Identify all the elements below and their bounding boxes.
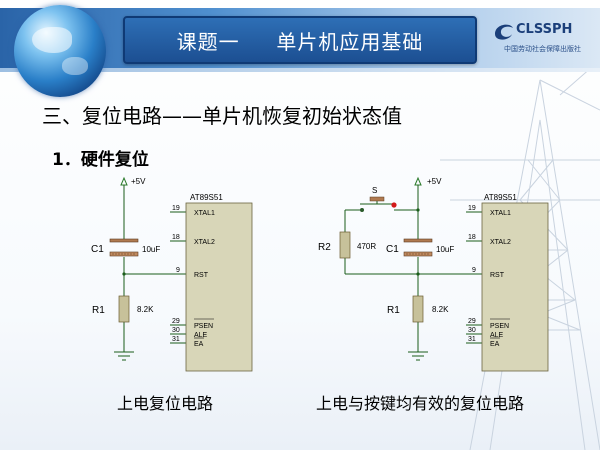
pin-number: 30 [468,327,476,334]
publisher-logo: CLSSPH 中国劳动社会保障出版社 [490,20,598,60]
capacitor-plate [109,238,139,243]
page-title: 课题一 单片机应用基础 [176,29,424,54]
resistor-body [339,231,351,259]
pin-number: 19 [468,205,476,212]
pin-name: XTAL2 [490,239,511,246]
capacitor-plate [403,238,433,243]
pin-number: 9 [176,267,180,274]
vcc-arrow-icon [414,176,422,186]
right-caption: 上电与按键均有效的复位电路 [316,394,525,413]
sub-heading: 1．硬件复位 [52,150,149,170]
resistor-body [412,295,424,323]
pin-number: 18 [468,234,476,241]
res-name-label: R1 [387,305,400,316]
pin-name: EA [194,341,204,348]
publisher-swirl-icon [495,24,513,40]
res-name-label: R1 [92,305,105,316]
pin-number: 29 [172,318,180,325]
section-heading: 三、复位电路——单片机恢复初始状态值 [42,104,402,128]
logo-subtext: 中国劳动社会保障出版社 [504,45,581,53]
pin-name: XTAL1 [490,210,511,217]
cap-value-label: 10uF [142,245,160,254]
chip-label: AT89S51 [484,193,517,202]
junction-dot [122,272,126,276]
resistor-body [118,295,130,323]
vcc-label: +5V [131,177,146,186]
push-button-switch [360,196,397,212]
pin-name: EA [490,341,500,348]
pin-number: 31 [172,336,180,343]
r2-value-label: 470R [357,242,376,251]
pin-name: PSEN [194,323,213,330]
r2-name-label: R2 [318,242,331,253]
chip-body [185,202,253,372]
junction-dot [416,208,420,212]
pin-name: RST [194,272,209,279]
switch-label: S [372,186,377,195]
res-value-label: 8.2K [432,305,449,314]
vcc-label: +5V [427,177,442,186]
pin-number: 18 [172,234,180,241]
globe-logo-icon [14,5,106,97]
pin-number: 19 [172,205,180,212]
left-caption: 上电复位电路 [117,394,214,413]
pin-number: 9 [472,267,476,274]
junction-dot [416,272,420,276]
pin-name: PSEN [490,323,509,330]
pin-name: XTAL2 [194,239,215,246]
pin-name: ALE [490,332,504,339]
res-value-label: 8.2K [137,305,154,314]
pin-name: ALE [194,332,208,339]
logo-text: CLSSPH [516,22,573,37]
cap-value-label: 10uF [436,245,454,254]
pin-name: RST [490,272,505,279]
chip-label: AT89S51 [190,193,223,202]
pin-number: 29 [468,318,476,325]
pin-number: 30 [172,327,180,334]
pin-number: 31 [468,336,476,343]
chip-body [481,202,549,372]
pin-name: XTAL1 [194,210,215,217]
cap-name-label: C1 [386,244,399,255]
title-box: 课题一 单片机应用基础 [123,16,477,64]
cap-name-label: C1 [91,244,104,255]
